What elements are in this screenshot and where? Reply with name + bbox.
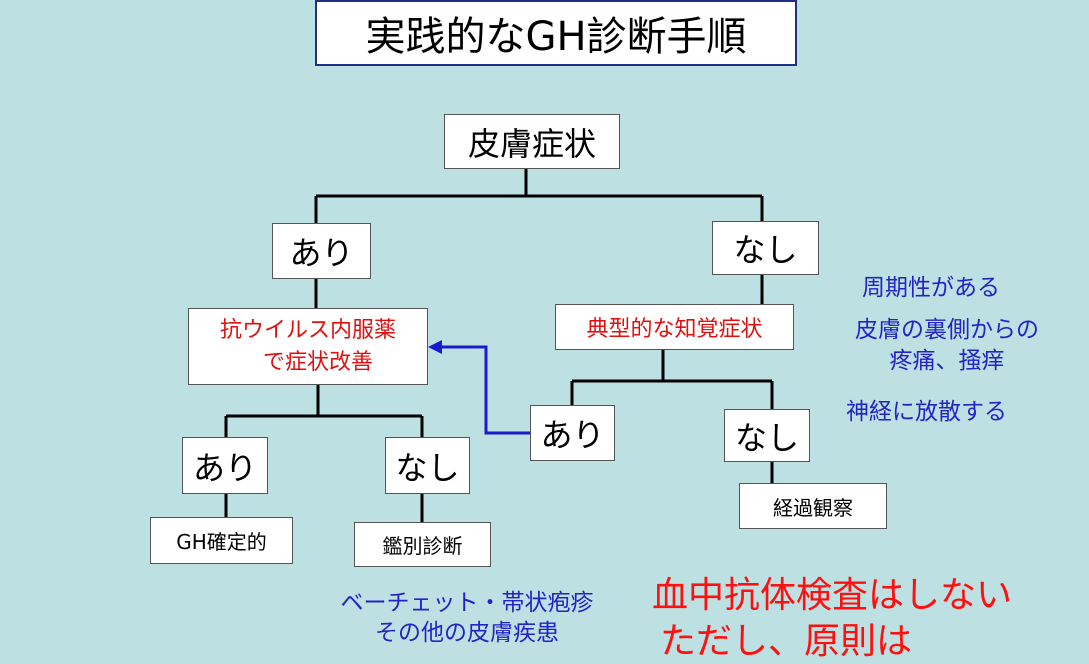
node-typical-sensory-label: 典型的な知覚症状 <box>586 317 763 342</box>
page-title: 実践的なGH診断手順 <box>315 0 797 66</box>
node-antiviral-treatment: 抗ウイルス内服薬 で症状改善 <box>188 308 428 385</box>
node-sensory-yes-label: あり <box>540 416 605 454</box>
node-treatment-no: なし <box>385 437 470 494</box>
feature-deep-pain-line-2: 疼痛、掻痒 <box>889 348 1005 374</box>
antiviral-line-1: 抗ウイルス内服薬 <box>219 317 396 343</box>
node-differential-diagnosis-label: 鑑別診断 <box>382 534 463 558</box>
title-text: 実践的なGH診断手順 <box>365 14 747 60</box>
node-gh-confirmed: GH確定的 <box>150 517 293 564</box>
node-treatment-yes: あり <box>182 437 268 494</box>
antiviral-line-2: で症状改善 <box>262 349 373 375</box>
node-treatment-yes-label: あり <box>192 448 257 487</box>
node-sensory-no-label: なし <box>734 418 799 457</box>
node-differential-diagnosis: 鑑別診断 <box>354 522 491 567</box>
node-treatment-no-label: なし <box>395 448 460 487</box>
feature-deep-pain: 皮膚の裏側からの 疼痛、掻痒 <box>842 315 1052 377</box>
bottom-continued-note: ただし、原則は <box>660 621 913 662</box>
node-typical-sensory: 典型的な知覚症状 <box>555 304 794 350</box>
differential-note: ベーチェット・帯状疱疹 その他の皮膚疾患 <box>322 588 612 648</box>
node-observation: 経過観察 <box>739 483 887 529</box>
feature-periodic: 周期性がある <box>862 275 1000 301</box>
no-antibody-test-note: 血中抗体検査はしない <box>652 575 1013 616</box>
node-skin-symptoms: 皮膚症状 <box>444 114 620 169</box>
feature-deep-pain-line-1: 皮膚の裏側からの <box>855 317 1039 343</box>
node-left-yes-label: あり <box>289 234 354 272</box>
node-right-no: なし <box>712 221 819 275</box>
node-sensory-no: なし <box>724 409 810 462</box>
feature-radiating: 神経に放散する <box>846 399 1007 425</box>
differential-note-line-1: ベーチェット・帯状疱疹 <box>340 590 594 616</box>
node-gh-confirmed-label: GH確定的 <box>176 530 267 554</box>
node-right-no-label: なし <box>733 231 798 269</box>
node-skin-symptoms-label: 皮膚症状 <box>467 124 596 163</box>
node-left-yes: あり <box>272 223 371 279</box>
connector-lines <box>224 169 774 522</box>
node-sensory-yes: あり <box>530 405 615 461</box>
differential-note-line-2: その他の皮膚疾患 <box>375 620 559 646</box>
node-observation-label: 経過観察 <box>773 495 853 520</box>
